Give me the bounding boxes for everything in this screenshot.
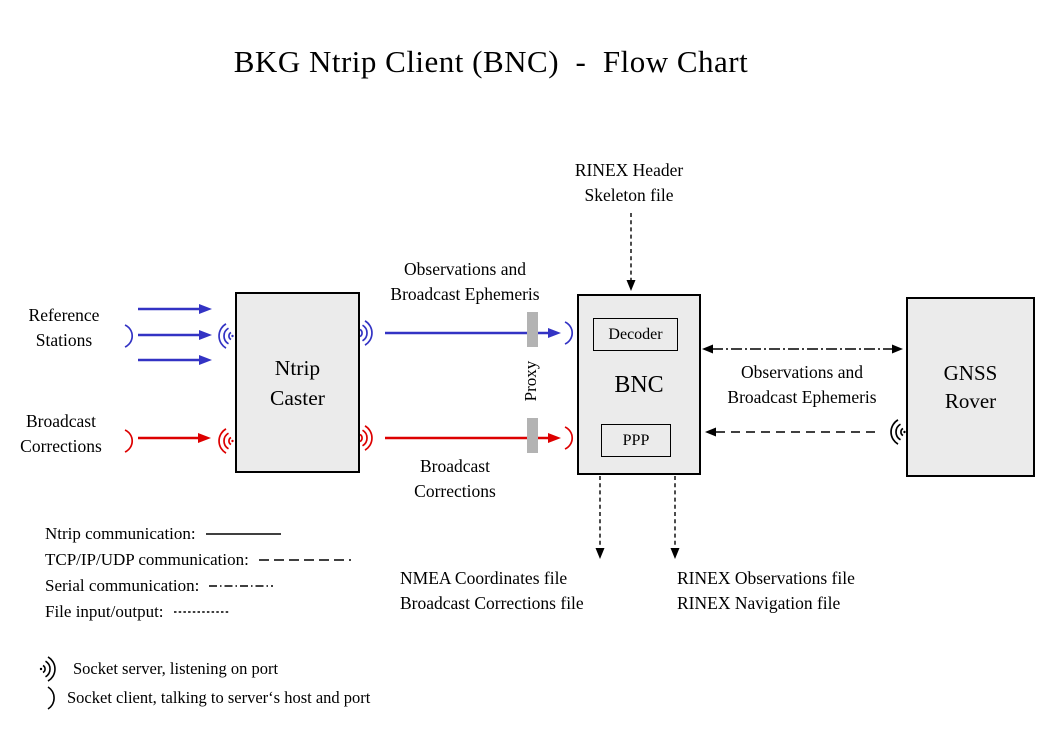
legend-item-tcp-communication: TCP/IP/UDP communication: [45,550,351,570]
legend-line-dashdot [209,585,274,587]
bnc-box: Decoder BNC PPP [577,294,701,475]
rinex-output-files-label: RINEX Observations file RINEX Navigation… [677,568,855,613]
socket-server-text: Socket server, listening on port [73,659,279,678]
decoder-box: Decoder [593,318,678,351]
socket-server-icon [39,656,56,682]
ppp-label: PPP [622,431,650,449]
serial-arrow-bnc-rover [702,344,903,354]
ntrip-arrow-caster-to-bnc-corr [385,433,561,443]
socket-client-icon [47,686,55,710]
socket-server-icon-caster-in-red [218,428,234,454]
nmea-output-files-label: NMEA Coordinates file Broadcast Correcti… [400,568,584,613]
ppp-box: PPP [601,424,671,457]
legend-label: Ntrip communication: [45,524,196,543]
ntrip-arrows-reference-to-caster [138,304,212,365]
broadcast-corrections-caster-bnc-label: Broadcast Corrections [414,456,496,501]
bnc-label: BNC [614,372,664,398]
legend-line-finedash [173,611,230,613]
socket-client-text: Socket client, talking to server‘s host … [67,688,371,707]
socket-client-icon-red-left [124,429,134,453]
legend-item-socket-server: Socket server, listening on port [38,655,278,683]
socket-server-icon-caster-out-red [357,425,373,451]
socket-client-icon-blue-left [124,324,134,348]
legend-line-dashed [258,559,351,561]
gnss-rover-label: GNSS Rover [943,361,998,413]
observations-ephemeris-bnc-rover-label: Observations and Broadcast Ephemeris [727,362,877,407]
ntrip-arrow-corrections-to-caster [138,433,211,443]
observations-ephemeris-caster-bnc-label: Observations and Broadcast Ephemeris [390,259,540,304]
legend-item-file-io: File input/output: [45,602,230,622]
proxy-bar-bottom [527,418,538,453]
socket-server-icon-caster-in-blue [218,323,234,349]
proxy-bar-top [527,312,538,347]
file-arrow-skeleton-to-bnc [626,213,636,291]
legend-label: TCP/IP/UDP communication: [45,550,249,569]
legend-label: File input/output: [45,602,164,621]
ntrip-caster-label: Ntrip Caster [270,355,325,410]
legend-item-ntrip-communication: Ntrip communication: [45,524,281,544]
rinex-header-skeleton-label: RINEX Header Skeleton file [574,160,684,205]
ntrip-arrow-caster-to-bnc-obs [385,328,561,338]
legend-label: Serial communication: [45,576,200,595]
socket-client-icon-bnc-in-blue [564,321,574,345]
decoder-label: Decoder [608,325,663,343]
legend-item-serial-communication: Serial communication: [45,576,274,596]
file-arrow-bnc-to-rinex [670,476,680,559]
tcp-arrow-rover-to-bnc [705,427,877,437]
file-arrow-bnc-to-nmea [595,476,605,559]
socket-client-icon-bnc-in-red [564,426,574,450]
reference-stations-label: Reference Stations [28,305,100,350]
gnss-rover-box: GNSS Rover [906,297,1035,477]
socket-server-icon-rover [890,419,906,445]
legend-item-socket-client: Socket client, talking to server‘s host … [44,685,370,711]
ntrip-caster-box: Ntrip Caster [235,292,360,473]
broadcast-corrections-input-label: Broadcast Corrections [20,411,102,456]
legend-line-solid [205,533,281,535]
page-title: BKG Ntrip Client (BNC) - Flow Chart [233,44,749,79]
proxy-label: Proxy [521,360,540,402]
